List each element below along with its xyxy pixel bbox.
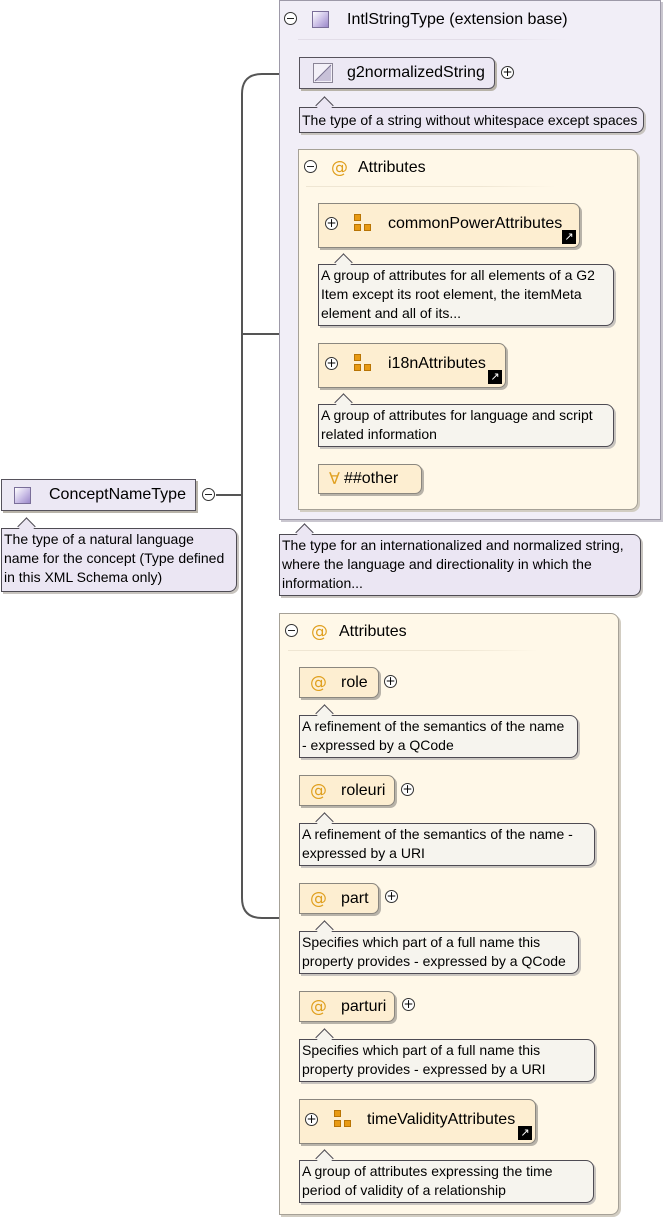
at-icon: @ bbox=[310, 672, 327, 693]
at-icon: @ bbox=[331, 158, 348, 178]
plus-icon[interactable] bbox=[325, 217, 338, 230]
attributes-header: Attributes bbox=[339, 623, 407, 640]
group-time-validity-attributes-doc: A group of attributes expressing the tim… bbox=[299, 1149, 594, 1203]
attribute-parturi[interactable]: @ parturi bbox=[299, 991, 395, 1022]
base-type-expand-icon[interactable] bbox=[501, 66, 514, 79]
attribute-role-expand-icon[interactable] bbox=[384, 675, 397, 688]
group-label: commonPowerAttributes bbox=[388, 215, 563, 232]
attribute-group-icon bbox=[334, 1110, 354, 1130]
attribute-doc-text: Specifies which part of a full name this… bbox=[302, 1042, 546, 1077]
complex-type-icon bbox=[312, 11, 329, 28]
extension-attributes-divider bbox=[306, 186, 556, 187]
root-type-box[interactable]: ConceptNameType bbox=[1, 479, 196, 511]
attribute-part-expand-icon[interactable] bbox=[385, 890, 398, 903]
group-i18n-attributes[interactable]: i18nAttributes ↗ bbox=[318, 343, 506, 388]
extension-doc: The type for an internationalized and no… bbox=[279, 523, 641, 596]
group-i18n-attributes-doc: A group of attributes for language and s… bbox=[318, 393, 614, 447]
base-type-doc-text: The type of a string without whitespace … bbox=[302, 112, 638, 128]
attribute-role[interactable]: @ role bbox=[299, 667, 379, 698]
attributes-divider bbox=[288, 650, 538, 651]
attribute-group-icon bbox=[354, 214, 374, 234]
group-label: i18nAttributes bbox=[388, 355, 486, 372]
link-arrow-icon[interactable]: ↗ bbox=[488, 370, 502, 384]
plus-icon[interactable] bbox=[305, 1113, 318, 1126]
at-icon: @ bbox=[310, 996, 327, 1017]
attribute-parturi-expand-icon[interactable] bbox=[402, 998, 415, 1011]
root-doc-text: The type of a natural language name for … bbox=[4, 531, 225, 585]
attribute-label: roleuri bbox=[341, 781, 386, 799]
attribute-parturi-doc: Specifies which part of a full name this… bbox=[299, 1028, 595, 1082]
base-type-doc: The type of a string without whitespace … bbox=[299, 96, 644, 133]
attribute-roleuri-expand-icon[interactable] bbox=[401, 783, 414, 796]
attribute-doc-text: A refinement of the semantics of the nam… bbox=[302, 826, 573, 861]
attribute-part[interactable]: @ part bbox=[299, 883, 379, 914]
group-doc-text: A group of attributes for language and s… bbox=[321, 407, 593, 442]
attribute-roleuri-doc: A refinement of the semantics of the nam… bbox=[299, 812, 595, 866]
group-label: timeValidityAttributes bbox=[367, 1111, 516, 1128]
at-icon: @ bbox=[310, 780, 327, 801]
attribute-role-doc: A refinement of the semantics of the nam… bbox=[299, 704, 578, 758]
attribute-label: part bbox=[341, 889, 369, 907]
plus-icon[interactable] bbox=[325, 357, 338, 370]
complex-type-icon bbox=[14, 486, 31, 504]
root-collapse-icon[interactable] bbox=[202, 488, 215, 501]
attribute-label: role bbox=[341, 673, 368, 691]
any-attribute-box[interactable]: ∀ ##other bbox=[318, 464, 422, 494]
forall-icon: ∀ bbox=[329, 469, 340, 488]
group-doc-text: A group of attributes expressing the tim… bbox=[302, 1163, 553, 1198]
at-icon: @ bbox=[311, 622, 328, 642]
extension-doc-text: The type for an internationalized and no… bbox=[282, 537, 624, 591]
base-type-box[interactable]: g2normalizedString bbox=[299, 57, 495, 89]
any-attribute-label: ##other bbox=[343, 470, 399, 487]
attribute-doc-text: A refinement of the semantics of the nam… bbox=[302, 718, 565, 753]
attributes-collapse-icon[interactable] bbox=[285, 624, 298, 637]
extension-header-divider bbox=[298, 39, 568, 40]
attribute-roleuri[interactable]: @ roleuri bbox=[299, 775, 395, 806]
attribute-doc-text: Specifies which part of a full name this… bbox=[302, 934, 566, 969]
group-time-validity-attributes[interactable]: timeValidityAttributes ↗ bbox=[299, 1099, 536, 1144]
simple-type-icon bbox=[313, 63, 333, 83]
extension-attributes-header: Attributes bbox=[358, 159, 426, 176]
link-arrow-icon[interactable]: ↗ bbox=[562, 230, 576, 244]
extension-collapse-icon[interactable] bbox=[284, 12, 297, 25]
attribute-part-doc: Specifies which part of a full name this… bbox=[299, 920, 579, 974]
link-arrow-icon[interactable]: ↗ bbox=[518, 1126, 532, 1140]
group-common-power-attributes[interactable]: commonPowerAttributes ↗ bbox=[318, 203, 580, 248]
base-type-label: g2normalizedString bbox=[347, 64, 485, 81]
attribute-label: parturi bbox=[341, 997, 387, 1015]
extension-attributes-collapse-icon[interactable] bbox=[304, 160, 317, 173]
group-common-power-attributes-doc: A group of attributes for all elements o… bbox=[318, 253, 614, 326]
extension-header: IntlStringType (extension base) bbox=[347, 11, 568, 28]
at-icon: @ bbox=[310, 888, 327, 909]
group-doc-text: A group of attributes for all elements o… bbox=[321, 267, 595, 321]
root-type-label: ConceptNameType bbox=[49, 486, 186, 503]
root-doc: The type of a natural language name for … bbox=[1, 517, 237, 592]
attribute-group-icon bbox=[354, 354, 374, 374]
